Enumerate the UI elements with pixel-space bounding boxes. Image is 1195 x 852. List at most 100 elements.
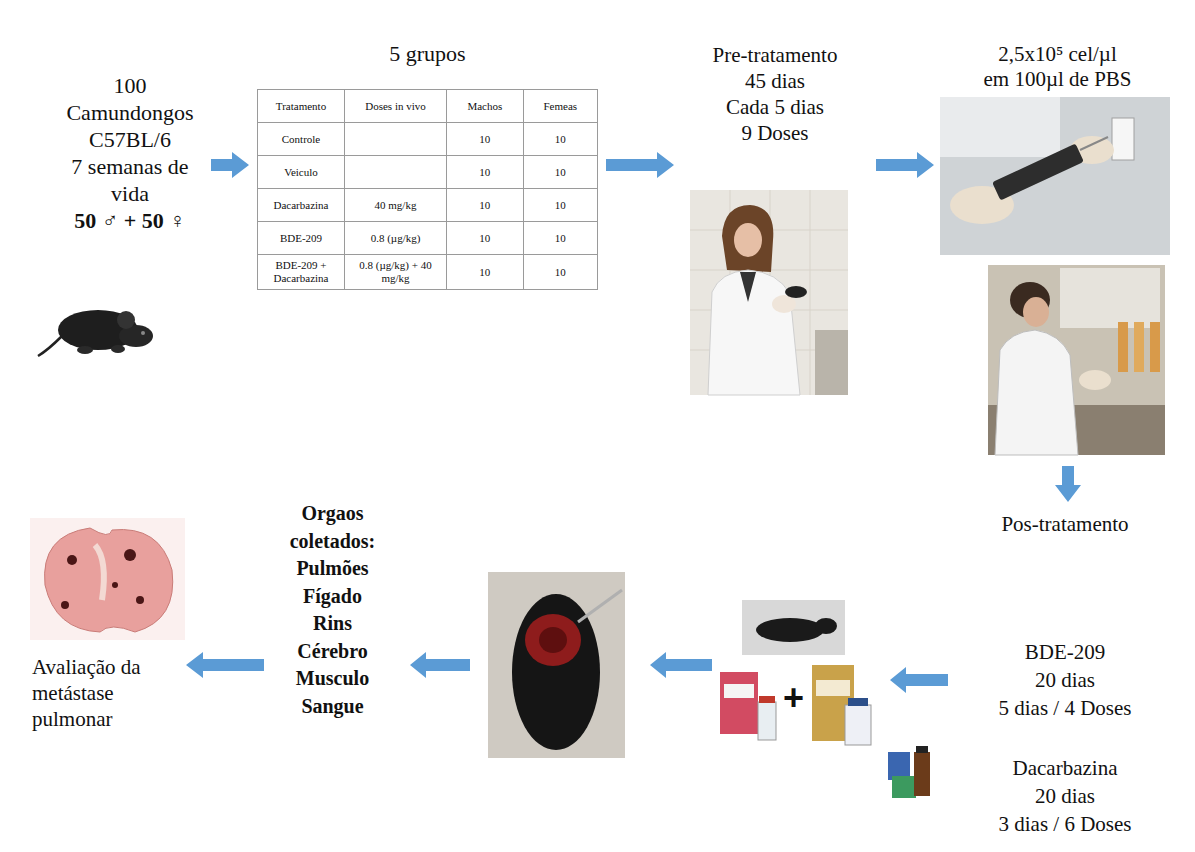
table-row: BDE-209 + Dacarbazina0.8 (µg/kg) + 40 mg…: [258, 255, 598, 290]
table-cell: Doses in vivo: [345, 90, 447, 123]
table-cell: Dacarbazina: [258, 189, 345, 222]
box-label: [816, 680, 850, 696]
node-heading: 2,5x10⁵ cel/µl: [942, 42, 1173, 67]
gloved-hand: [1079, 370, 1111, 390]
mouse-tail: [38, 336, 62, 356]
animals-node: 100CamundongosC57BL/67 semanas de vida50…: [55, 70, 205, 245]
person-face: [734, 223, 762, 257]
flow-arrow: [650, 652, 712, 678]
node-heading: 5 grupos: [257, 40, 598, 67]
table-cell: 10: [447, 189, 524, 222]
lab-coat: [995, 330, 1078, 455]
node-heading: Pre-tratamento: [682, 42, 868, 68]
table-row: Veiculo1010: [258, 156, 598, 189]
drug-box: [892, 776, 916, 798]
tube: [1118, 322, 1128, 372]
lung-center: [95, 545, 104, 600]
evaluation-node: Avaliação da metástase pulmonar: [30, 652, 180, 738]
table-cell: 0.8 (µg/kg): [345, 222, 447, 255]
node-heading: Pos-tratamento: [962, 510, 1168, 538]
syringe: [992, 143, 1084, 200]
lung-photo: [30, 518, 185, 640]
table-row: BDE-2090.8 (µg/kg)1010: [258, 222, 598, 255]
treated-mouse-photo: [742, 600, 845, 655]
metastasis: [136, 596, 144, 604]
table-row: Dacarbazina40 mg/kg1010: [258, 189, 598, 222]
table-cell: BDE-209: [258, 222, 345, 255]
photo-background: [940, 97, 1170, 255]
held-mouse: [785, 286, 807, 298]
flow-arrow: [410, 652, 470, 678]
shirt: [740, 272, 756, 302]
box-label: [724, 684, 754, 698]
flow-arrow: [890, 667, 948, 693]
table-cell: 10: [447, 255, 524, 290]
photo-background: [690, 190, 848, 395]
dacarbazine-drugs: [888, 746, 930, 798]
injection-photo: [940, 97, 1170, 255]
drug-box: [888, 752, 910, 780]
photo-background: [742, 600, 845, 655]
node-text: 20 dias: [962, 782, 1168, 810]
groups-node: 5 gruposTratamentoDoses in vivoMachosFem…: [255, 38, 600, 300]
table-cell: 10: [523, 123, 597, 156]
open-chest: [525, 614, 581, 666]
photo-background: [30, 518, 185, 640]
photo-background: [488, 572, 625, 758]
mouse-head: [815, 618, 837, 634]
node-text: 45 dias: [682, 68, 868, 94]
dissection-photo: [488, 572, 625, 758]
drug-box: [720, 672, 758, 734]
photo-light: [940, 97, 1060, 157]
tube: [1150, 322, 1160, 372]
anesthetic-drugs: [720, 665, 871, 745]
person-hair: [722, 205, 773, 272]
lung-tissue: [45, 528, 173, 632]
pretreatment-photo: [690, 190, 848, 395]
organs-node: Orgaos coletados:Pulmões Fígado Rins Cér…: [270, 498, 395, 726]
table-cell: 10: [447, 222, 524, 255]
node-heading: 100: [57, 72, 203, 99]
cage: [815, 330, 848, 395]
node-text: Dacarbazina: [962, 754, 1168, 782]
node-text: 3 dias / 6 Doses: [962, 810, 1168, 838]
plus-sign: +: [783, 680, 804, 716]
tube: [1134, 322, 1144, 372]
pretreatment-node: Pre-tratamento45 diasCada 5 dias9 Doses: [680, 40, 870, 400]
mouse-illustration: [38, 310, 153, 356]
mouse-eye: [141, 331, 145, 335]
table-cell: 10: [523, 189, 597, 222]
node-text: 7 semanas de vida: [57, 153, 203, 207]
table-cell: 0.8 (µg/kg) + 40 mg/kg: [345, 255, 447, 290]
posttreatment-node: Pos-tratamentoBDE-20920 dias5 dias / 4 D…: [960, 508, 1170, 844]
flow-arrow: [876, 152, 934, 178]
bottle-cap: [916, 746, 928, 753]
injection-node: 2,5x10⁵ cel/µlem 100µl de PBS: [940, 40, 1175, 460]
node-text: 50 ♂ + 50 ♀: [57, 207, 203, 235]
vial: [845, 705, 871, 745]
flow-arrow: [606, 152, 674, 178]
table-cell: Machos: [447, 90, 524, 123]
vial: [1112, 118, 1134, 160]
table-cell: 10: [447, 156, 524, 189]
node-text: em 100µl de PBS: [942, 67, 1173, 92]
node-heading: Avaliação da metástase pulmonar: [32, 654, 178, 732]
table-cell: Tratamento: [258, 90, 345, 123]
node-heading: Orgaos coletados:: [290, 500, 376, 555]
flow-arrow: [1055, 466, 1081, 502]
vial: [758, 702, 776, 740]
table-cell: [345, 156, 447, 189]
window-light: [1060, 268, 1160, 328]
table-row: Controle1010: [258, 123, 598, 156]
metastasis: [67, 555, 77, 565]
mouse-body: [756, 618, 824, 642]
vial-cap: [848, 698, 868, 706]
flow-arrow: [211, 152, 249, 178]
lab-coat: [708, 270, 800, 395]
node-text: 20 dias: [962, 666, 1168, 694]
vial-cap: [759, 696, 775, 703]
table-cell: BDE-209 + Dacarbazina: [258, 255, 345, 290]
metastasis: [112, 582, 118, 588]
needle: [1080, 137, 1108, 150]
